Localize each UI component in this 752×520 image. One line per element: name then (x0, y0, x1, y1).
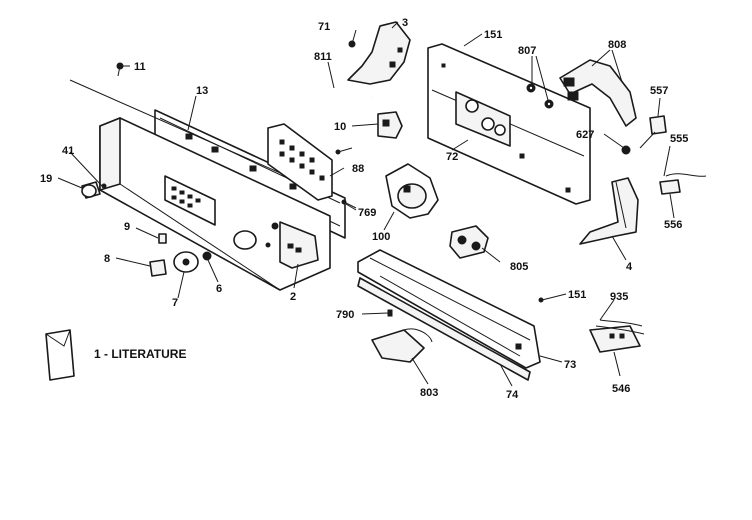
part-557 (649, 115, 667, 135)
callout-557: 557 (650, 85, 668, 97)
lower-components (357, 225, 645, 381)
literature-icon (45, 329, 75, 381)
callout-546: 546 (612, 383, 630, 395)
callout-805: 805 (510, 261, 528, 273)
callout-2: 2 (290, 291, 296, 303)
rail-part-74 (357, 277, 531, 381)
knob-part-8 (149, 259, 167, 277)
callout-100: 100 (372, 231, 390, 243)
hose-fitting-part-808 (559, 59, 637, 127)
clip-part-790-icon (387, 309, 393, 317)
callout-labels: 71 3 151 807 808 811 11 13 557 10 627 55… (40, 17, 688, 401)
callout-555: 555 (670, 133, 688, 145)
end-bracket-part-2 (279, 221, 319, 269)
harness-connector-part-546 (589, 325, 641, 353)
callout-808: 808 (608, 39, 626, 51)
leader-lines (57, 21, 675, 387)
top-cover-part-73 (357, 249, 541, 369)
switch-part-803 (371, 329, 425, 363)
callout-10: 10 (334, 121, 346, 133)
rear-components (325, 21, 707, 245)
callout-803: 803 (420, 387, 438, 399)
callout-19: 19 (40, 173, 52, 185)
callout-3: 3 (402, 17, 408, 29)
switch-part-10 (377, 111, 403, 139)
clip-part-9 (158, 233, 167, 244)
callout-11: 11 (134, 61, 146, 73)
callout-13: 13 (196, 85, 208, 97)
callout-41: 41 (62, 145, 74, 157)
water-valve-part-805 (449, 225, 489, 259)
control-panel-assembly (69, 62, 353, 291)
callout-71: 71 (318, 21, 330, 33)
callout-73: 73 (564, 359, 576, 371)
callout-769: 769 (358, 207, 376, 219)
harness-wires-part-935 (595, 319, 645, 335)
callout-151b: 151 (568, 289, 586, 301)
callout-6: 6 (216, 283, 222, 295)
callout-72: 72 (446, 151, 458, 163)
callout-9: 9 (124, 221, 130, 233)
knob-opening (233, 230, 257, 250)
callout-790: 790 (336, 309, 354, 321)
callout-8: 8 (104, 253, 110, 265)
callout-4: 4 (626, 261, 633, 273)
bracket-part-3 (347, 21, 411, 85)
callout-811: 811 (314, 51, 332, 63)
insert-part-6-icon (202, 251, 212, 261)
callout-7: 7 (172, 297, 178, 309)
spring-part-41-icon (101, 183, 107, 189)
literature-label: 1 - LITERATURE (94, 347, 186, 361)
callout-627: 627 (576, 129, 594, 141)
support-bracket-part-4 (579, 177, 639, 245)
callout-807: 807 (518, 45, 536, 57)
callout-556: 556 (664, 219, 682, 231)
literature-booklet (45, 329, 75, 381)
thermistor-part-556 (659, 179, 681, 195)
callout-935: 935 (610, 291, 628, 303)
callout-74: 74 (506, 389, 519, 401)
callout-151a: 151 (484, 29, 502, 41)
display-window (164, 175, 216, 226)
callout-88: 88 (352, 163, 364, 175)
